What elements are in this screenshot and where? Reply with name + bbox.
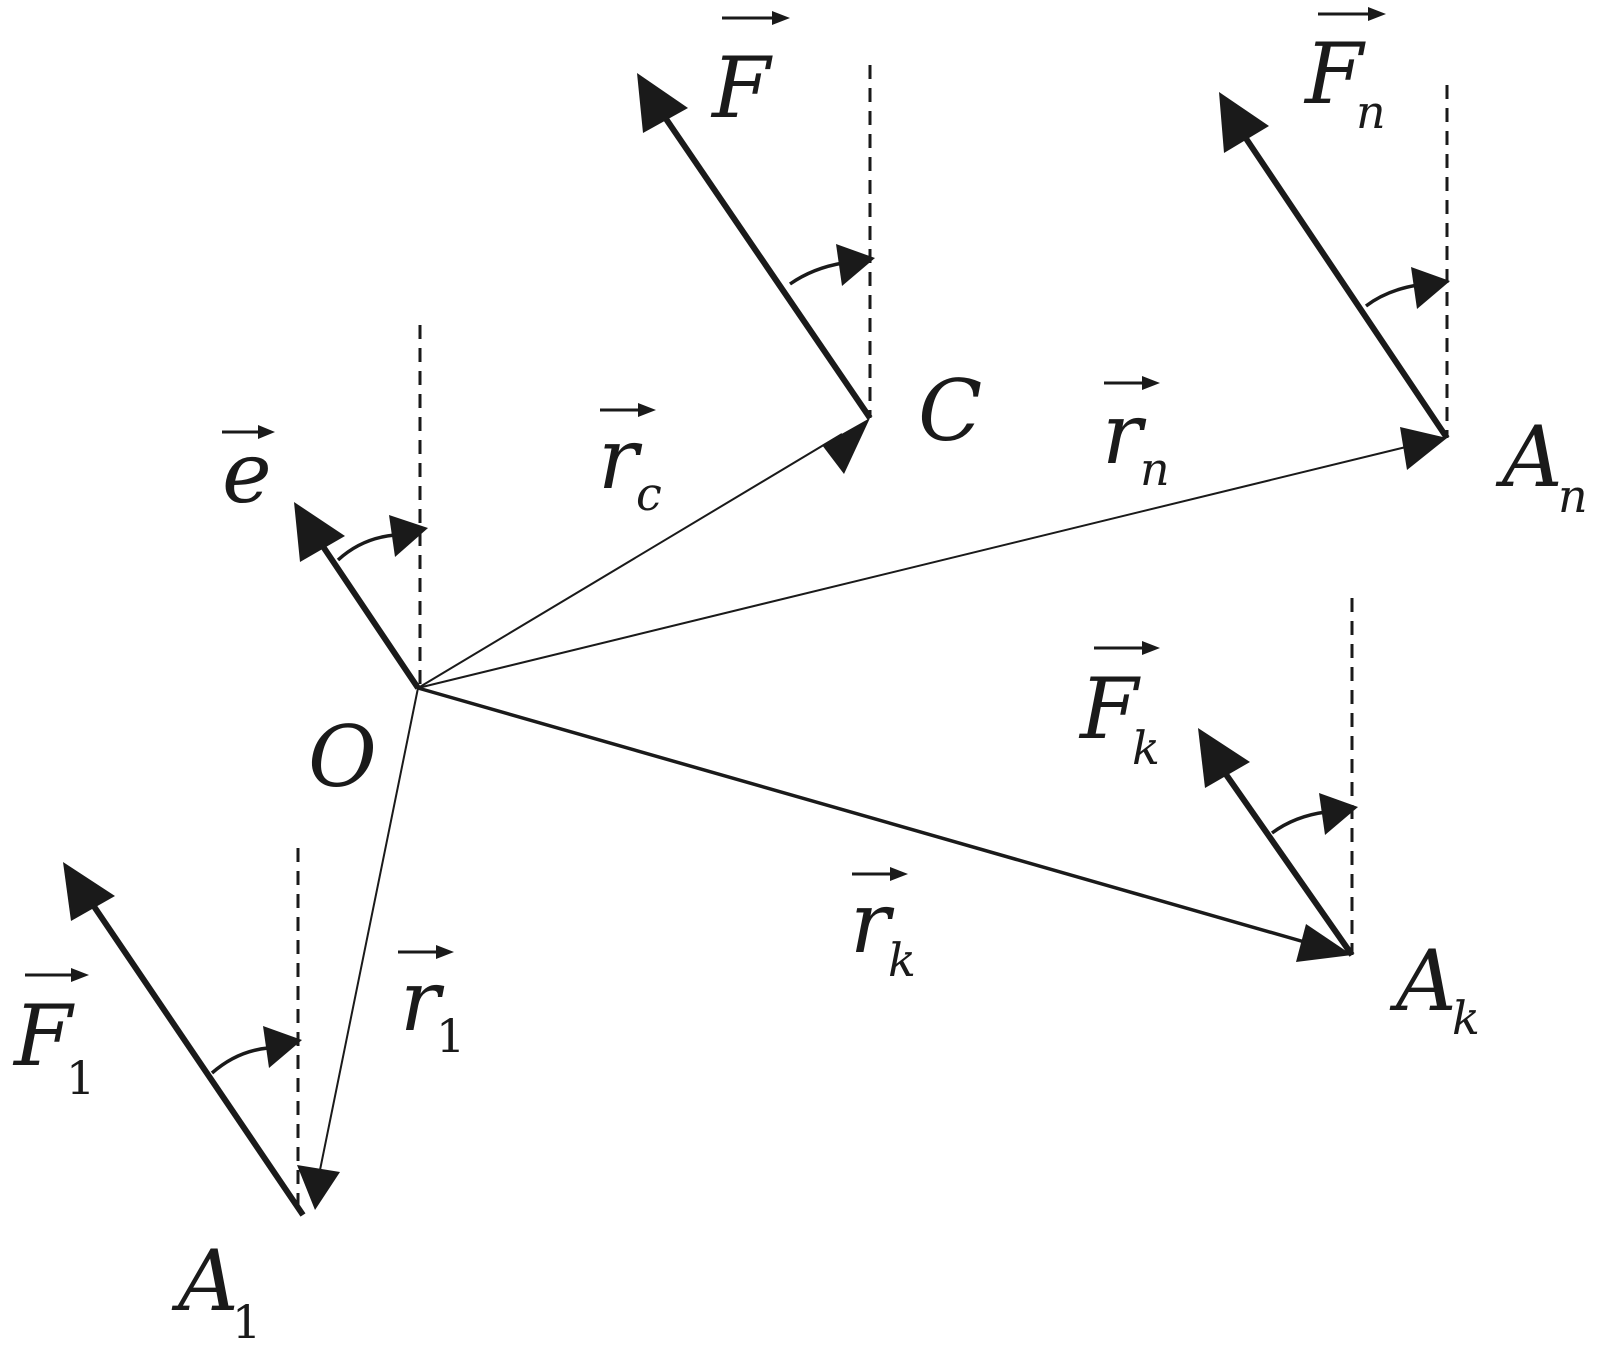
label-arrow-fk xyxy=(1094,641,1160,655)
label-point-ak: A xyxy=(1389,932,1457,1030)
label-rc: r xyxy=(598,410,643,508)
label-r1-sub: 1 xyxy=(436,1009,465,1063)
angle-arc-fk xyxy=(1270,793,1358,835)
force-vector-f1 xyxy=(63,862,306,1217)
position-vector-r1 xyxy=(297,687,419,1210)
position-vector-rn xyxy=(417,427,1447,689)
label-rn: r xyxy=(1102,385,1147,483)
label-arrow-rc xyxy=(600,403,656,417)
label-f1-sub: 1 xyxy=(66,1051,95,1105)
force-vector-f xyxy=(637,73,873,420)
position-vector-rk xyxy=(417,686,1352,962)
label-fn: F xyxy=(1303,25,1366,123)
label-fn-sub: n xyxy=(1356,85,1386,139)
label-arrow-rk xyxy=(852,867,908,881)
angle-arc-fn xyxy=(1364,267,1450,309)
label-arrow-fn xyxy=(1318,7,1386,21)
angle-arc-f1 xyxy=(210,1026,302,1075)
label-point-an: A xyxy=(1495,408,1563,506)
label-arrow-e xyxy=(222,425,275,439)
label-rk-sub: k xyxy=(888,933,916,987)
force-vector-fn xyxy=(1219,92,1450,440)
label-rc-sub: c xyxy=(636,467,662,521)
unit-vector-e xyxy=(294,502,421,690)
label-f1: F xyxy=(12,987,75,1085)
label-point-ak-sub: k xyxy=(1452,991,1480,1045)
position-vector-rc xyxy=(417,418,870,689)
label-r1: r xyxy=(400,952,445,1050)
label-arrow-f xyxy=(722,11,790,25)
label-arrow-r1 xyxy=(398,945,454,959)
label-point-a1: A xyxy=(171,1232,239,1330)
label-fk-sub: k xyxy=(1132,721,1160,775)
label-point-a1-sub: 1 xyxy=(232,1295,261,1349)
force-vector-fk xyxy=(1198,728,1355,957)
label-rk: r xyxy=(850,874,895,972)
label-point-c: C xyxy=(918,362,982,460)
label-arrow-f1 xyxy=(25,968,89,982)
angle-arc-e xyxy=(336,515,428,562)
label-fk: F xyxy=(1078,660,1141,758)
label-f: F xyxy=(710,39,773,137)
label-arrow-rn xyxy=(1104,376,1160,390)
label-point-an-sub: n xyxy=(1558,469,1588,523)
label-rn-sub: n xyxy=(1140,442,1170,496)
angle-arc-f xyxy=(789,244,875,286)
label-point-o: O xyxy=(308,708,377,806)
label-e: e xyxy=(222,424,272,522)
